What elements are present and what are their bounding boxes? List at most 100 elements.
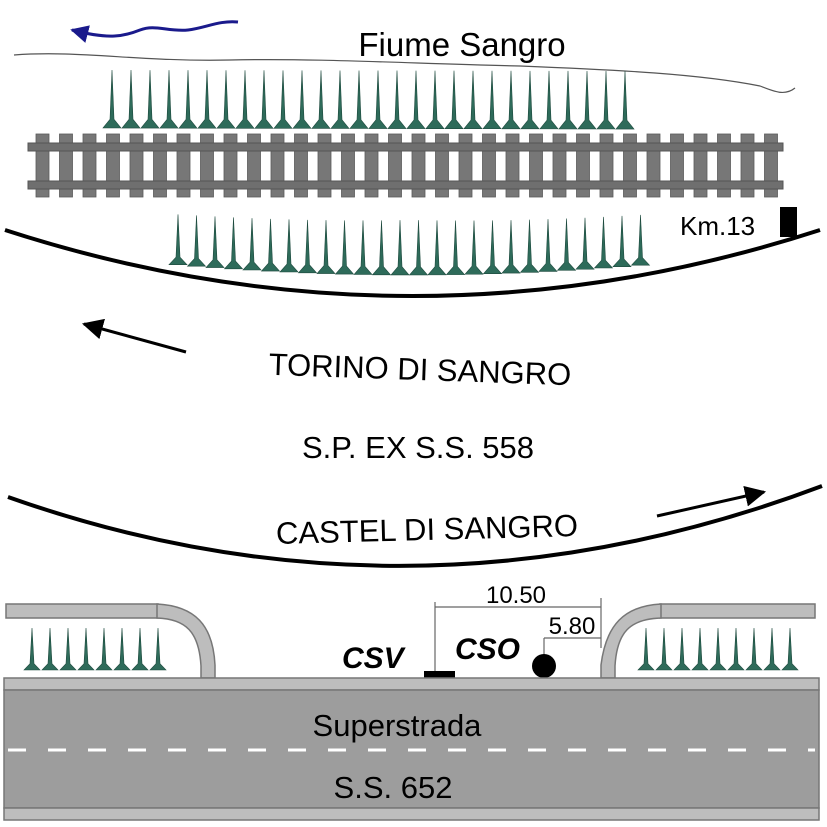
- csv-label: CSV: [342, 642, 407, 675]
- grass-spike: [273, 70, 293, 129]
- grass-spike: [334, 220, 355, 275]
- grass-spike: [235, 70, 255, 129]
- grass-spike: [630, 214, 651, 266]
- grass-spike: [558, 70, 578, 130]
- grass-spike: [444, 70, 464, 129]
- grass-spike: [556, 218, 577, 271]
- grass-spike: [390, 220, 410, 276]
- grass-spike: [577, 70, 597, 130]
- grass-spike: [23, 627, 41, 671]
- grass-spike: [596, 70, 616, 130]
- grass-spike: [519, 219, 540, 273]
- grass-spike: [316, 220, 336, 274]
- guardrail-left: [5, 603, 216, 679]
- grass-spike: [763, 627, 781, 671]
- grass-spike: [102, 69, 122, 129]
- direction-label-torino: TORINO DI SANGRO: [268, 347, 572, 393]
- grass-spike: [637, 627, 655, 671]
- grass-spike: [575, 217, 595, 270]
- grass-spike: [140, 70, 160, 129]
- grass-spike: [691, 627, 709, 671]
- cso-marker: [532, 654, 556, 678]
- grass-spike: [77, 627, 95, 671]
- grass-spike: [121, 70, 141, 129]
- grass-spike: [709, 627, 727, 671]
- vegetation-strip-upper: [102, 69, 635, 130]
- grass-spike: [197, 70, 217, 129]
- grass-spike: [292, 70, 312, 129]
- grass-spike: [113, 627, 131, 671]
- grass-spike: [131, 627, 149, 671]
- grass-spike: [406, 70, 426, 129]
- road-name-label: S.P. EX S.S. 558: [302, 430, 534, 465]
- grass-spike: [353, 220, 373, 275]
- grass-spike: [593, 216, 614, 269]
- grass-spike: [371, 220, 392, 276]
- grass-spike: [186, 215, 207, 267]
- grass-spike: [745, 627, 763, 671]
- grass-spike: [159, 70, 179, 129]
- vegetation-clump-right: [637, 627, 799, 671]
- grass-spike: [297, 219, 318, 274]
- grass-spike: [427, 220, 447, 276]
- grass-spike: [501, 70, 521, 130]
- road-edge-upper: [4, 228, 821, 298]
- grass-spike: [260, 218, 281, 272]
- grass-spike: [368, 70, 388, 129]
- highway-name-label: Superstrada: [313, 708, 483, 743]
- grass-spike: [178, 70, 198, 129]
- km-marker-label: Km.13: [680, 211, 755, 241]
- grass-spike: [254, 70, 274, 129]
- highway-code-label: S.S. 652: [334, 770, 453, 805]
- vegetation-strip-lower: [168, 214, 651, 276]
- grass-spike: [655, 627, 673, 671]
- grass-spike: [349, 70, 369, 129]
- grass-spike: [727, 627, 745, 671]
- cso-label: CSO: [455, 633, 520, 666]
- grass-spike: [168, 214, 188, 265]
- grass-spike: [464, 220, 484, 275]
- grass-spike: [538, 219, 558, 272]
- grass-spike: [95, 627, 113, 671]
- grass-spike: [242, 218, 262, 271]
- grass-spike: [311, 70, 331, 129]
- road-edge-lower: [7, 484, 823, 568]
- highway-shoulder-bottom: [3, 807, 820, 821]
- grass-spike: [781, 627, 799, 671]
- grass-spike: [615, 71, 635, 130]
- grass-spike: [425, 70, 445, 129]
- grass-spike: [445, 220, 466, 275]
- grass-spike: [482, 220, 503, 275]
- highway-shoulder-top: [3, 677, 820, 691]
- measurement-5-80: 5.80: [549, 613, 596, 640]
- grass-spike: [673, 627, 691, 671]
- grass-spike: [387, 70, 407, 129]
- grass-spike: [463, 70, 483, 130]
- direction-arrow-right: [656, 485, 767, 518]
- grass-spike: [539, 70, 559, 130]
- vegetation-clump-left: [23, 627, 167, 671]
- railway-track: [27, 133, 784, 198]
- grass-spike: [612, 215, 632, 267]
- grass-spike: [501, 220, 521, 274]
- guardrail-right: [600, 603, 816, 679]
- direction-label-castel: CASTEL DI SANGRO: [276, 508, 579, 551]
- direction-arrow-left: [81, 318, 187, 354]
- river-label: Fiume Sangro: [358, 26, 565, 63]
- km-marker-post: [780, 207, 797, 237]
- grass-spike: [408, 220, 429, 276]
- grass-spike: [149, 627, 167, 671]
- grass-spike: [59, 627, 77, 671]
- grass-spike: [279, 219, 299, 273]
- river-bank-line: [13, 53, 796, 94]
- grass-spike: [520, 70, 540, 130]
- grass-spike: [330, 70, 350, 129]
- grass-spike: [205, 216, 225, 268]
- grass-spike: [482, 70, 502, 130]
- river-flow-arrow: [70, 20, 239, 43]
- grass-spike: [41, 627, 59, 671]
- grass-spike: [216, 70, 236, 129]
- grass-spike: [223, 217, 244, 270]
- measurement-10-50: 10.50: [486, 582, 546, 609]
